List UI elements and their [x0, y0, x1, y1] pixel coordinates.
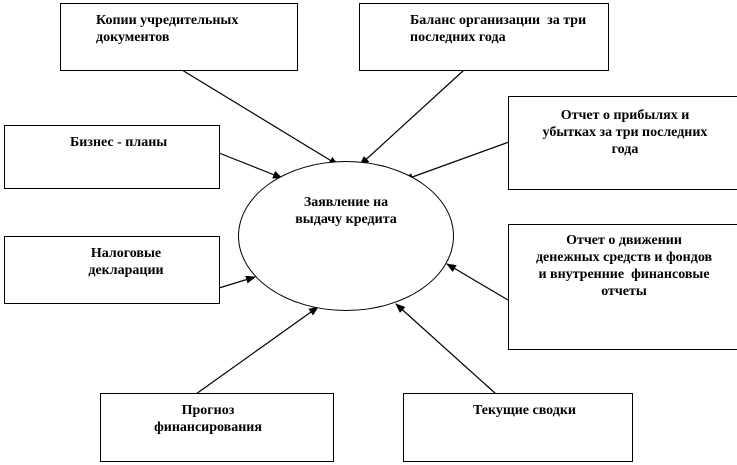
label-center: Заявление на выдачу кредита: [295, 195, 397, 227]
arrow-business-plans: [218, 152, 283, 179]
arrow-financing-forecast: [195, 306, 319, 395]
arrow-founding-docs: [181, 69, 339, 166]
arrow-current-reports: [395, 303, 497, 395]
box-financing-forecast: [100, 393, 334, 462]
box-tax-declarations: [4, 236, 220, 304]
box-business-plans: [4, 125, 220, 189]
box-profit-loss: [508, 96, 737, 190]
label-balance: Баланс организации за три последних года: [410, 13, 587, 45]
label-business-plans: Бизнес - планы: [70, 135, 168, 150]
arrow-cash-flow: [446, 263, 509, 301]
arrow-tax-declarations: [218, 275, 256, 289]
box-founding-docs: [60, 3, 298, 71]
label-financing-forecast: Прогноз финансирования: [154, 403, 262, 435]
box-balance: [359, 3, 609, 71]
label-tax-declarations: Налоговые декларации: [88, 246, 164, 278]
label-current-reports: Текущие сводки: [473, 403, 576, 418]
label-founding-docs: Копии учредительных документов: [96, 13, 239, 45]
arrow-balance: [359, 69, 465, 166]
center-ellipse: [238, 161, 454, 311]
arrow-profit-loss: [403, 141, 510, 181]
box-current-reports: [403, 393, 633, 462]
box-cash-flow: [508, 224, 737, 350]
label-cash-flow: Отчет о движении денежных средств и фонд…: [535, 233, 713, 299]
label-profit-loss: Отчет о прибылях и убытках за три послед…: [542, 108, 708, 157]
